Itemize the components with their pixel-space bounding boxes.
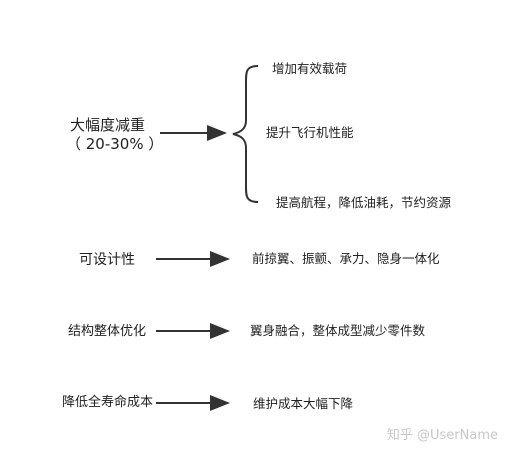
watermark: 知乎 @UserName [386,428,498,443]
source-weight-reduction: 大幅度减重 [70,116,146,134]
target-performance: 提升飞行机性能 [266,125,354,140]
target-integration: 前掠翼、振颤、承力、隐身一体化 [252,251,440,266]
source-lifecycle-cost: 降低全寿命成本 [62,395,154,410]
source-weight-reduction-range: （ 20-30% ） [66,135,164,153]
target-blended-wing: 翼身融合，整体成型减少零件数 [250,323,426,338]
source-designability: 可设计性 [79,252,135,268]
target-payload: 增加有效载荷 [272,61,348,76]
target-maintenance-cost: 维护成本大幅下降 [253,396,354,411]
brace [232,65,259,203]
target-range-fuel: 提高航程，降低油耗，节约资源 [276,195,452,210]
source-structural-optimization: 结构整体优化 [68,324,147,339]
